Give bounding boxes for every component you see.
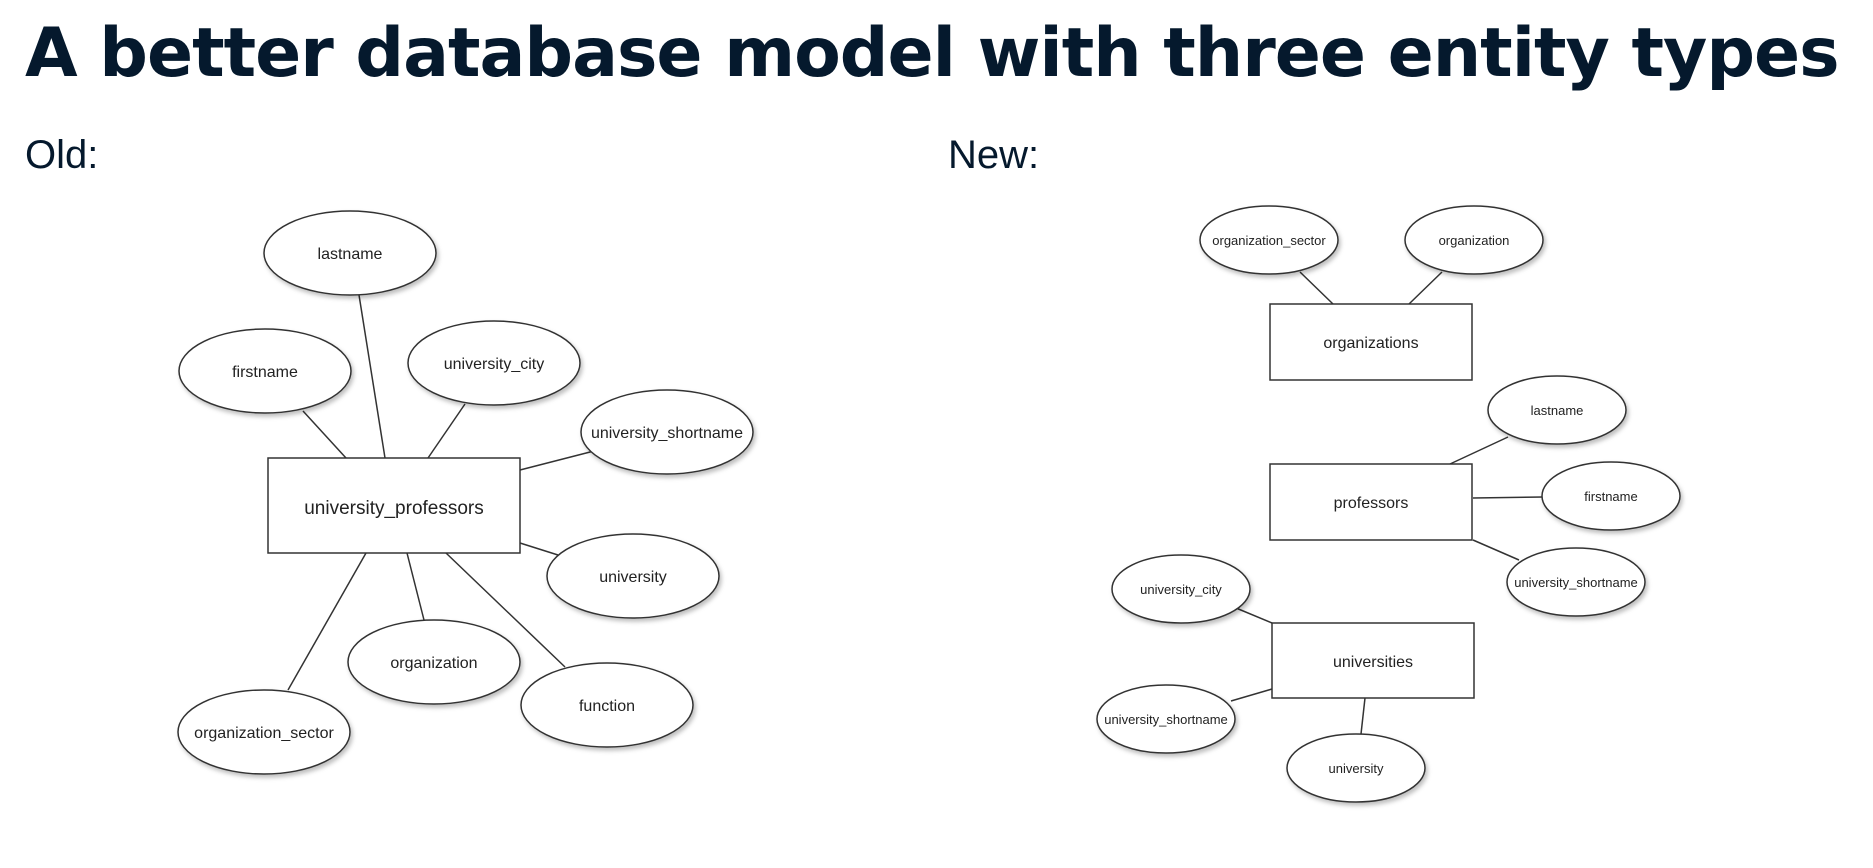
entity-organizations: organizations: [1269, 303, 1473, 381]
connector-organization-sector: [287, 552, 367, 691]
connector-prof-university-shortname: [1472, 539, 1520, 561]
attribute-university-shortname: university_shortname: [580, 389, 754, 475]
attribute-label: university: [1329, 761, 1384, 776]
attribute-organization-sector: organization_sector: [177, 689, 351, 775]
entity-professors: professors: [1269, 463, 1473, 541]
old-er-diagram: university_professors lastname firstname…: [177, 210, 754, 775]
attribute-label: university_city: [444, 356, 544, 373]
new-er-diagram: organizations professors universities or…: [1096, 205, 1681, 803]
attribute-firstname: firstname: [178, 328, 352, 414]
attribute-lastname: lastname: [263, 210, 437, 296]
entity-label: professors: [1334, 495, 1409, 512]
attribute-label: organization: [1439, 233, 1510, 248]
connector-university-city: [1235, 607, 1273, 624]
connector-organization-sector: [1299, 271, 1334, 305]
attribute-university: university: [546, 533, 720, 619]
connector-university-shortname: [519, 450, 595, 471]
connector-uni-university-shortname: [1230, 688, 1273, 702]
page-title: A better database model with three entit…: [25, 14, 1840, 93]
connector-university-city: [427, 403, 466, 459]
attribute-label: university_city: [1140, 582, 1222, 597]
attribute-label: organization_sector: [1212, 233, 1326, 248]
attribute-uni-university-shortname: university_shortname: [1096, 684, 1236, 754]
attribute-university-city: university_city: [407, 320, 581, 406]
old-model-label: Old:: [25, 133, 99, 177]
attribute-label: firstname: [232, 364, 298, 381]
connector-firstname: [302, 410, 347, 459]
attribute-label: university: [599, 569, 667, 586]
attribute-prof-university-shortname: university_shortname: [1506, 547, 1646, 617]
attribute-label: firstname: [1584, 489, 1637, 504]
attribute-label: university_shortname: [591, 425, 743, 442]
attribute-label: university_shortname: [1514, 575, 1638, 590]
new-model-label: New:: [948, 133, 1040, 177]
entity-university-professors: [267, 457, 521, 554]
attribute-label: function: [579, 698, 635, 715]
connector-lastname: [1449, 436, 1509, 465]
connector-university: [519, 542, 559, 556]
connector-organization: [406, 552, 425, 621]
attribute-label: lastname: [318, 246, 383, 263]
attribute-organization: organization: [347, 619, 521, 705]
entity-label: organizations: [1323, 335, 1418, 352]
attribute-university-city: university_city: [1111, 554, 1251, 624]
entity-universities: universities: [1271, 622, 1475, 699]
connector-university: [1360, 697, 1366, 735]
entity-label: university_professors: [304, 498, 484, 519]
attribute-label: lastname: [1531, 403, 1584, 418]
attribute-function: function: [520, 662, 694, 748]
attribute-label: university_shortname: [1104, 712, 1228, 727]
connector-function: [445, 552, 566, 668]
connector-organization: [1408, 271, 1443, 305]
attribute-organization: organization: [1404, 205, 1544, 275]
attribute-label: organization: [390, 655, 477, 672]
connector-lastname: [358, 294, 386, 459]
attribute-label: organization_sector: [194, 725, 334, 742]
attribute-firstname: firstname: [1541, 461, 1681, 531]
connector-firstname: [1472, 496, 1544, 499]
entity-label: universities: [1333, 654, 1413, 671]
attribute-university: university: [1286, 733, 1426, 803]
attribute-organization-sector: organization_sector: [1199, 205, 1339, 275]
attribute-lastname: lastname: [1487, 375, 1627, 445]
